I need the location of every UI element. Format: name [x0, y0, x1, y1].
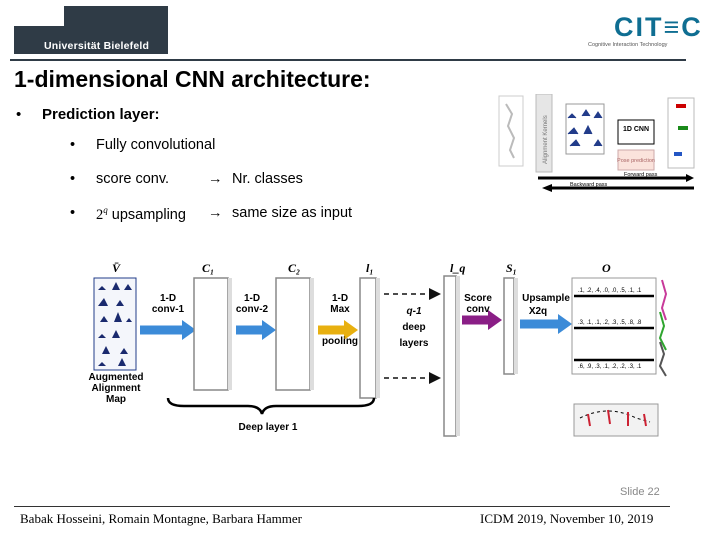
s1-shadow: [514, 278, 518, 374]
arrow-conv1-head: [182, 320, 196, 340]
conv1-label-2: conv-1: [152, 304, 185, 315]
upsample-label-2: X2q: [529, 306, 547, 317]
footer-divider: [14, 506, 670, 507]
lq-layer: [443, 275, 457, 437]
c2-label: C₂: [288, 261, 300, 275]
thumb-backward-label: Backward pass: [570, 182, 608, 188]
thumb-pose-box: [617, 149, 655, 171]
thumb-forward-head: [686, 174, 694, 182]
output-skeleton-1: [660, 279, 668, 321]
citec-logo: CIT≡C: [614, 12, 703, 42]
arrow-maxpool-head: [344, 320, 358, 340]
arrow-score-head: [488, 310, 502, 330]
header-divider: [10, 59, 686, 61]
deep-layer-label: Deep layer 1: [239, 422, 298, 433]
lq-label: l_q: [450, 261, 465, 275]
university-logo: Universität Bielefeld: [14, 6, 168, 54]
alignment-map-box: [93, 277, 137, 371]
c1-label: C₁: [202, 261, 214, 275]
logo-notch: [14, 6, 64, 26]
sub-bullet-result: Nr. classes: [232, 171, 303, 187]
thumb-forward-label: Forward pass: [624, 172, 658, 178]
thumb-peaks: [567, 109, 603, 119]
deep-layer-brace: [166, 397, 376, 415]
c1-feature-map: [193, 277, 229, 391]
pose-figures: [587, 409, 647, 427]
bullet-dot: •: [16, 106, 22, 123]
output-row-3: .6, .9, .3, .1, .2, .2, .3, .1: [578, 364, 642, 370]
footer-authors: Babak Hosseini, Romain Montagne, Barbara…: [20, 511, 302, 526]
score-label-1: Score: [464, 293, 492, 304]
formula-base: 2: [96, 206, 104, 223]
vbar-label: V̄: [112, 261, 121, 275]
footer-venue: ICDM 2019, November 10, 2019: [480, 511, 654, 526]
arrow-conv2-head: [262, 320, 276, 340]
bullet-dot: •: [70, 137, 76, 153]
architecture-diagram: V̄ Augmented Alignment Map 1-D conv-1 C₁…: [89, 261, 668, 437]
main-bullet: Prediction layer:: [42, 106, 160, 123]
thumb-output-bar: [678, 126, 688, 130]
augmented-label-1: Augmented: [89, 372, 144, 383]
lq-shadow: [456, 276, 460, 436]
deep-label-1: q-1: [407, 306, 422, 317]
thumb-cnn-box: [617, 119, 655, 145]
conv2-label-2: conv-2: [236, 304, 269, 315]
sub-bullet-result: same size as input: [232, 205, 353, 221]
output-skeleton-2: [658, 311, 667, 351]
max-label-2: Max: [330, 304, 350, 315]
o-label: O: [602, 261, 611, 275]
upsampling-formula: 2q upsampling: [96, 205, 186, 224]
output-row-1: .1, .2, .4, .0, .0, .5, .1, .1: [578, 288, 642, 294]
citec-subtitle: Cognitive Interaction Technology: [588, 42, 668, 48]
l1-layer: [359, 277, 377, 399]
output-skeleton-3: [658, 341, 667, 377]
arrow-glyph: →: [208, 171, 223, 187]
deep-label-2: deep: [402, 322, 425, 333]
thumb-pose-label: Pose prediction: [617, 158, 655, 164]
sub-bullet-text: Fully convolutional: [96, 137, 216, 153]
thumb-skeleton: [505, 103, 516, 159]
slide-title: 1-dimensional CNN architecture:: [14, 66, 371, 92]
arrow-upsample-head: [558, 314, 572, 334]
thumb-peaks: [567, 124, 593, 135]
c1-shadow: [228, 278, 232, 390]
thumb-backward-head: [542, 184, 552, 192]
thumb-cnn-label: 1D CNN: [623, 126, 649, 133]
s1-layer: [503, 277, 515, 375]
formula-word: upsampling: [107, 206, 186, 223]
thumb-output-box: [667, 97, 695, 169]
deep-label-3: layers: [400, 338, 429, 349]
thumb-kernels-label: Alignment Kernels: [543, 115, 549, 164]
thumb-peaks: [569, 139, 603, 147]
thumb-kernel-box: [535, 94, 553, 173]
augmented-label-3: Map: [106, 394, 126, 405]
augmented-label-2: Alignment: [92, 383, 142, 394]
pipeline-thumbnail: Alignment Kernels 1D CNN Pose prediction…: [498, 94, 695, 192]
score-label-2: conv: [466, 304, 490, 315]
thumb-output-bar: [676, 104, 686, 108]
max-label-1: 1-D: [332, 293, 348, 304]
conv1-label-1: 1-D: [160, 293, 176, 304]
upsample-label-1: Upsample: [522, 293, 570, 304]
conv2-label-1: 1-D: [244, 293, 260, 304]
c2-feature-map: [275, 277, 311, 391]
c2-shadow: [310, 278, 314, 390]
l1-shadow: [376, 278, 380, 398]
arrow-glyph: →: [208, 205, 223, 221]
output-row-2: .3, .1, .1, .2, .3, .5, .8, .8: [578, 320, 642, 326]
max-label-3: pooling: [322, 336, 358, 347]
sub-bullet-text: score conv.: [96, 171, 170, 187]
bullet-dot: •: [70, 205, 76, 221]
s1-label: S₁: [506, 261, 517, 275]
pose-path: [579, 410, 651, 423]
output-box: [571, 277, 657, 375]
formula-exponent: q: [103, 205, 108, 215]
bullet-dot: •: [70, 171, 76, 187]
thumb-output-bar: [674, 152, 682, 156]
university-name: Universität Bielefeld: [44, 40, 150, 52]
alignment-map-peaks: [98, 282, 132, 366]
l1-label: l₁: [366, 261, 374, 275]
slide-number: Slide 22: [620, 486, 660, 498]
